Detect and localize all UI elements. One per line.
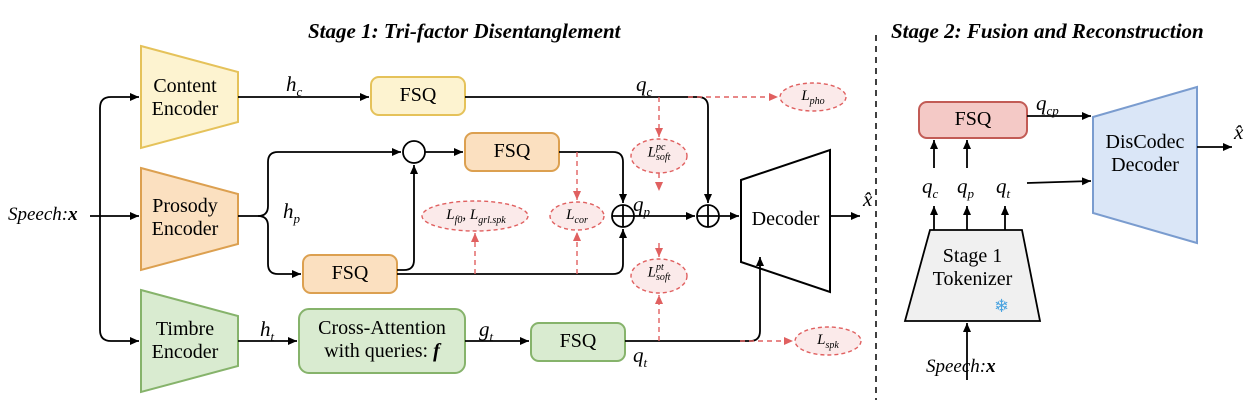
g-t-label: gt [479,317,494,344]
timbre-encoder-shape [140,288,239,394]
subtract-node [402,140,426,164]
loss-ellipses [421,82,862,356]
stage2-speech-input-label: Speech:x [926,356,996,377]
tokenizer-shape [903,229,1042,322]
input-branches [90,93,139,345]
prosody-encoder-shape [140,166,239,272]
discodec-decoder-shape [1092,85,1198,245]
fsq-prosody-bottom-label: FSQ [331,262,369,284]
fsq-stage2-box [918,101,1028,139]
x-hat-output: x̂ [863,187,873,211]
q-t-label: qt [633,343,648,370]
stage2-arrows [930,112,1232,380]
snowflake-icon: ❄ [994,296,1010,316]
loss-spk: Lspk [817,332,839,351]
q-p-label: qp [633,192,650,219]
stage1-title: Stage 1: Tri-factor Disentanglement [308,19,621,43]
stage2-q-c-label: qc [922,174,939,201]
speech-input-label: Speech:x [8,204,78,225]
fsq-content-box [370,76,466,116]
fsq-timbre-box [530,322,626,362]
fsq-timbre-label: FSQ [559,330,597,352]
decoder-shape [740,148,831,294]
prosody-path [238,148,739,278]
fsq-stage2-label: FSQ [954,108,992,130]
loss-cor: Lcor [566,207,588,226]
loss-f0-grl-spk: Lf0, Lgrl.spk [446,207,506,226]
h-p-label: hp [283,199,300,226]
h-t-label: ht [260,317,275,344]
stage2-title: Stage 2: Fusion and Reconstruction [891,19,1204,43]
q-cp-label: qcp [1036,91,1059,118]
stage2-q-p-label: qp [957,174,974,201]
fsq-prosody-top-label: FSQ [493,140,531,162]
loss-arrows [471,93,793,345]
fsq-content-label: FSQ [399,84,437,106]
cross-attention-label: Cross-Attention with queries: f [318,317,446,362]
h-c-label: hc [286,72,303,99]
add-node-prosody [611,204,635,228]
stage2-q-t-label: qt [996,174,1011,201]
loss-pho: Lpho [801,88,825,107]
content-encoder-shape [140,44,239,150]
q-c-label: qc [636,72,653,99]
stage2-x-hat-output: x̂ [1234,120,1244,144]
decoder-label: Decoder [751,208,820,230]
add-node-fusion [696,204,720,228]
